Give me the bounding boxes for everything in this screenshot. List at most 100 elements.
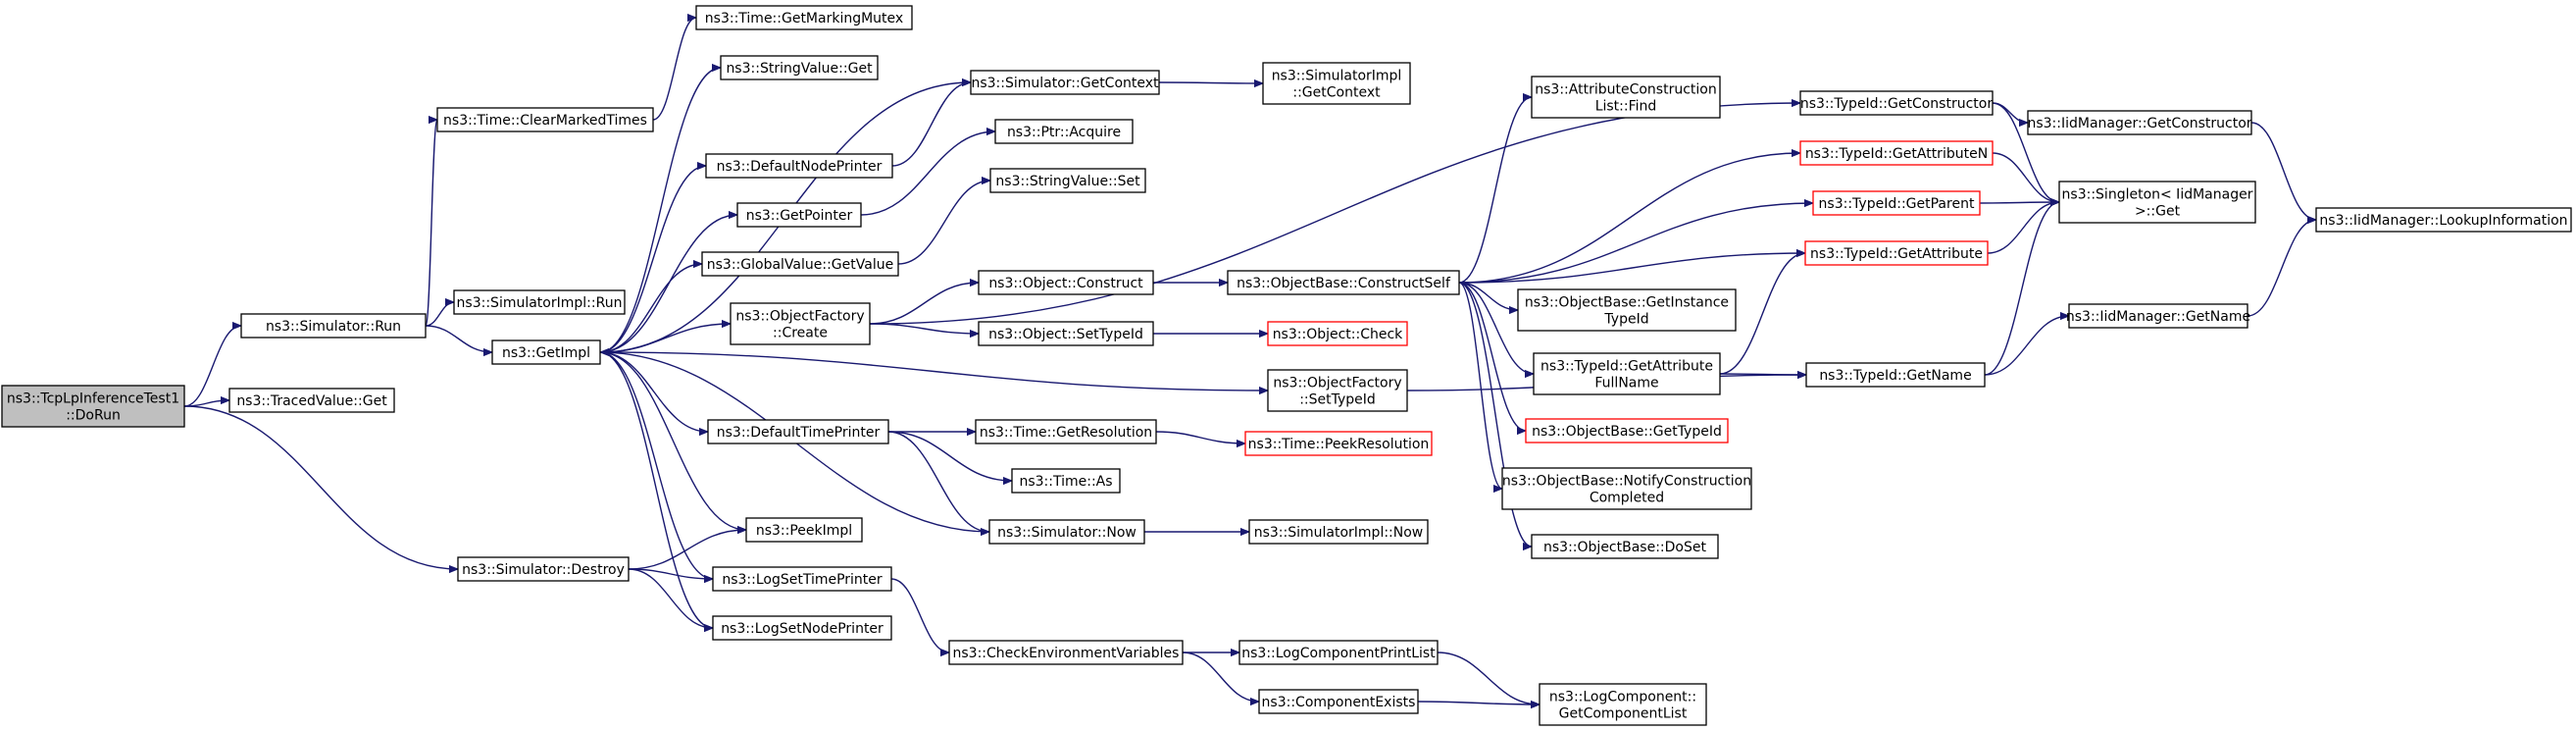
node-box [1262,62,1411,105]
function-node-notify[interactable]: ns3::ObjectBase::NotifyConstructionCompl… [1501,467,1752,510]
call-edge-tidctor-iidctor [1992,102,2029,123]
node-label: ns3::ComponentExists [1262,695,1416,710]
function-node-logtime[interactable]: ns3::LogSetTimePrinter [712,566,892,592]
node-box [1812,190,1981,216]
call-edge-simdestroy-lognode [628,568,713,628]
node-box [1804,240,1989,266]
function-node-defnode[interactable]: ns3::DefaultNodePrinter [705,153,893,179]
node-label: ns3::TypeId::GetName [1819,368,1971,384]
call-edge-ofcreate-objconstruct [869,283,979,325]
function-node-obgettid[interactable]: ns3::ObjectBase::GetTypeId [1525,418,1729,443]
node-label: ns3::ObjectFactory [735,309,864,325]
node-box [1799,140,1994,166]
function-node-singleton[interactable]: ns3::Singleton< IidManager>::Get [2058,181,2256,224]
function-node-compexists[interactable]: ns3::ComponentExists [1258,689,1419,714]
function-node-logprint[interactable]: ns3::LogComponentPrintList [1238,640,1439,665]
node-box [989,168,1146,193]
call-edge-simrun-implrun [425,302,455,327]
function-node-ofsettid[interactable]: ns3::ObjectFactory::SetTypeId [1267,369,1408,412]
node-box [1238,640,1439,665]
function-node-strset[interactable]: ns3::StringValue::Set [989,168,1146,193]
function-node-tidattr[interactable]: ns3::TypeId::GetAttribute [1804,240,1989,266]
function-node-tidparent[interactable]: ns3::TypeId::GetParent [1812,190,1981,216]
call-edge-attrfull-tidattr [1719,253,1806,375]
function-node-implctx[interactable]: ns3::SimulatorImpl::GetContext [1262,62,1411,105]
function-node-ofcreate[interactable]: ns3::ObjectFactory::Create [730,302,871,345]
function-node-simnow[interactable]: ns3::Simulator::Now [988,519,1145,545]
call-edge-tidname-iidname [1984,316,2069,376]
function-node-checkenv[interactable]: ns3::CheckEnvironmentVariables [948,640,1184,665]
function-node-peekimpl[interactable]: ns3::PeekImpl [745,517,863,543]
node-label: ns3::TcpLpInferenceTest1 [7,391,179,407]
function-node-getres[interactable]: ns3::Time::GetResolution [975,419,1157,444]
function-node-implrun[interactable]: ns3::SimulatorImpl::Run [453,289,626,315]
call-edge-getimpl-defnode [599,166,706,353]
function-node-markmutex[interactable]: ns3::Time::GetMarkingMutex [695,5,913,30]
function-node-strget[interactable]: ns3::StringValue::Get [720,55,879,80]
function-node-gvget[interactable]: ns3::GlobalValue::GetValue [701,251,899,277]
node-label: ns3::Simulator::Run [266,319,401,335]
function-node-tidname[interactable]: ns3::TypeId::GetName [1805,362,1986,388]
function-node-ptracq[interactable]: ns3::Ptr::Acquire [994,119,1134,144]
node-box [228,388,395,413]
function-node-doset[interactable]: ns3::ObjectBase::DoSet [1531,534,1719,559]
function-node-peekres[interactable]: ns3::Time::PeekResolution [1244,431,1433,456]
function-node-getcomplist[interactable]: ns3::LogComponent::GetComponentList [1539,683,1707,726]
node-label: ns3::TypeId::GetAttributeN [1805,146,1988,162]
node-label: Completed [1590,491,1664,506]
call-edge-simdestroy-peekimpl [628,530,746,570]
node-box [988,519,1145,545]
function-node-timeas[interactable]: ns3::Time::As [1011,468,1121,494]
call-edge-tidattr-singleton [1987,202,2059,254]
function-node-objsettid[interactable]: ns3::Object::SetTypeId [978,321,1154,346]
call-edge-simrun-getimpl [425,325,492,352]
function-node-objconstruct[interactable]: ns3::Object::Construct [978,270,1154,295]
function-node-implnow[interactable]: ns3::SimulatorImpl::Now [1248,519,1429,545]
function-node-getimpl[interactable]: ns3::GetImpl [491,339,601,365]
node-box [970,70,1160,95]
node-box [695,5,913,30]
node-label: ns3::ObjectBase::GetTypeId [1532,424,1722,440]
node-box [1011,468,1121,494]
node-label: ns3::StringValue::Get [726,61,873,77]
node-label: ::GetContext [1292,85,1381,101]
node-box [994,119,1134,144]
function-node-lognode[interactable]: ns3::LogSetNodePrinter [712,615,892,641]
node-label: ns3::Object::Check [1273,327,1403,342]
node-label: ns3::Time::PeekResolution [1248,437,1430,452]
function-node-constructself[interactable]: ns3::ObjectBase::ConstructSelf [1227,270,1460,295]
function-node-tidctor[interactable]: ns3::TypeId::GetConstructor [1799,90,1994,116]
function-node-tracedget[interactable]: ns3::TracedValue::Get [228,388,395,413]
function-node-clearmarked[interactable]: ns3::Time::ClearMarkedTimes [436,107,654,132]
call-edge-gvget-strset [897,181,990,265]
function-node-iidctor[interactable]: ns3::IidManager::GetConstructor [2027,110,2252,135]
node-label: ns3::LogSetTimePrinter [722,572,883,588]
call-edge-constructself-tidattrn [1458,153,1800,284]
function-node-simdestroy[interactable]: ns3::Simulator::Destroy [457,556,630,582]
function-node-deftime[interactable]: ns3::DefaultTimePrinter [707,419,889,444]
node-box [457,556,630,582]
function-node-getpointer[interactable]: ns3::GetPointer [736,202,862,228]
call-edge-getimpl-logtime [599,351,713,579]
call-edge-simdestroy-logtime [628,568,713,579]
function-node-iidlookup[interactable]: ns3::IidManager::LookupInformation [2315,207,2572,233]
call-edge-simrun-clearmarked [425,120,438,327]
node-label: ns3::SimulatorImpl::Run [457,295,623,311]
node-label: ns3::TypeId::GetParent [1819,196,1975,212]
call-edge-getimpl-ofcreate [599,324,731,353]
function-node-objcheck[interactable]: ns3::Object::Check [1267,321,1408,346]
function-node-iidname[interactable]: ns3::IidManager::GetName [2066,303,2250,329]
function-node-simrun[interactable]: ns3::Simulator::Run [240,313,427,339]
function-node-simctx[interactable]: ns3::Simulator::GetContext [970,70,1160,95]
call-edge-constructself-tidparent [1458,203,1813,284]
function-node-tidattrn[interactable]: ns3::TypeId::GetAttributeN [1799,140,1994,166]
node-box [975,419,1157,444]
call-edge-root-tracedget [183,400,229,407]
call-edge-constructself-attrfind [1458,97,1533,284]
node-box [491,339,601,365]
node-label: ns3::TypeId::GetAttribute [1810,246,1983,262]
call-edge-constructself-obgettid [1458,282,1527,431]
